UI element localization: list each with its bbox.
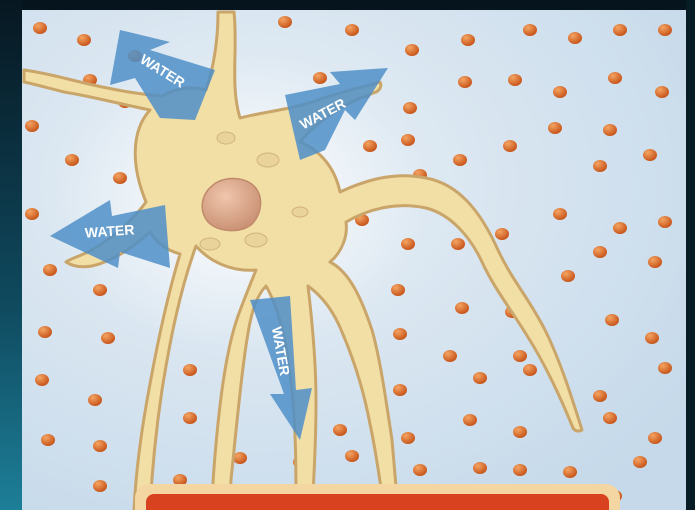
solute-particle (93, 480, 107, 492)
solute-particle (658, 362, 672, 374)
solute-particle (313, 72, 327, 84)
solute-particle (333, 424, 347, 436)
frame-left-edge (0, 0, 22, 510)
solute-particle (523, 24, 537, 36)
solute-particle (401, 432, 415, 444)
solute-particle (413, 464, 427, 476)
solute-particle (605, 314, 619, 326)
solute-particle (613, 24, 627, 36)
solute-particle (93, 440, 107, 452)
solute-particle (473, 462, 487, 474)
solute-particle (593, 390, 607, 402)
solute-particle (603, 412, 617, 424)
solute-particle (101, 332, 115, 344)
solute-particle (561, 270, 575, 282)
solute-particle (563, 466, 577, 478)
solute-particle (513, 464, 527, 476)
solute-particle (88, 394, 102, 406)
solute-particle (633, 456, 647, 468)
frame-right-edge (686, 0, 695, 510)
solute-particle (458, 76, 472, 88)
solute-particle (403, 102, 417, 114)
solute-particle (608, 72, 622, 84)
organelle (200, 238, 220, 250)
solute-particle (443, 350, 457, 362)
solute-particle (393, 328, 407, 340)
solute-particle (38, 326, 52, 338)
solute-particle (451, 238, 465, 250)
solute-particle (65, 154, 79, 166)
solute-particle (553, 208, 567, 220)
solute-particle (41, 434, 55, 446)
solute-particle (655, 86, 669, 98)
solute-particle (345, 24, 359, 36)
solute-particle (645, 332, 659, 344)
organelle (245, 233, 267, 247)
solute-particle (77, 34, 91, 46)
solute-particle (603, 124, 617, 136)
caption-banner (135, 484, 620, 510)
solute-particle (648, 432, 662, 444)
solute-particle (25, 120, 39, 132)
organelle (217, 132, 235, 144)
solute-particle (393, 384, 407, 396)
solute-particle (183, 412, 197, 424)
solute-particle (43, 264, 57, 276)
solute-particle (548, 122, 562, 134)
solute-particle (658, 24, 672, 36)
solute-particle (35, 374, 49, 386)
solute-particle (495, 228, 509, 240)
solute-particle (455, 302, 469, 314)
organelle (257, 153, 279, 167)
caption-banner-fill (146, 494, 609, 510)
solute-particle (345, 450, 359, 462)
solute-particle (508, 74, 522, 86)
solute-particle (658, 216, 672, 228)
solute-particle (593, 246, 607, 258)
solute-particle (473, 372, 487, 384)
solute-particle (461, 34, 475, 46)
solute-particle (463, 414, 477, 426)
solute-particle (453, 154, 467, 166)
solute-particle (401, 238, 415, 250)
solute-particle (33, 22, 47, 34)
solute-particle (613, 222, 627, 234)
solute-particle (363, 140, 377, 152)
solute-particle (503, 140, 517, 152)
solute-particle (391, 284, 405, 296)
solute-particle (93, 284, 107, 296)
solute-particle (513, 350, 527, 362)
solute-particle (593, 160, 607, 172)
solute-particle (401, 134, 415, 146)
nucleus (202, 179, 260, 231)
solute-particle (648, 256, 662, 268)
solute-particle (568, 32, 582, 44)
solute-particle (643, 149, 657, 161)
solute-particle (553, 86, 567, 98)
solute-particle (405, 44, 419, 56)
solute-particle (25, 208, 39, 220)
solute-particle (113, 172, 127, 184)
solute-particle (183, 364, 197, 376)
solute-particle (278, 16, 292, 28)
solute-particle (523, 364, 537, 376)
solute-particle (513, 426, 527, 438)
organelle (292, 207, 308, 217)
